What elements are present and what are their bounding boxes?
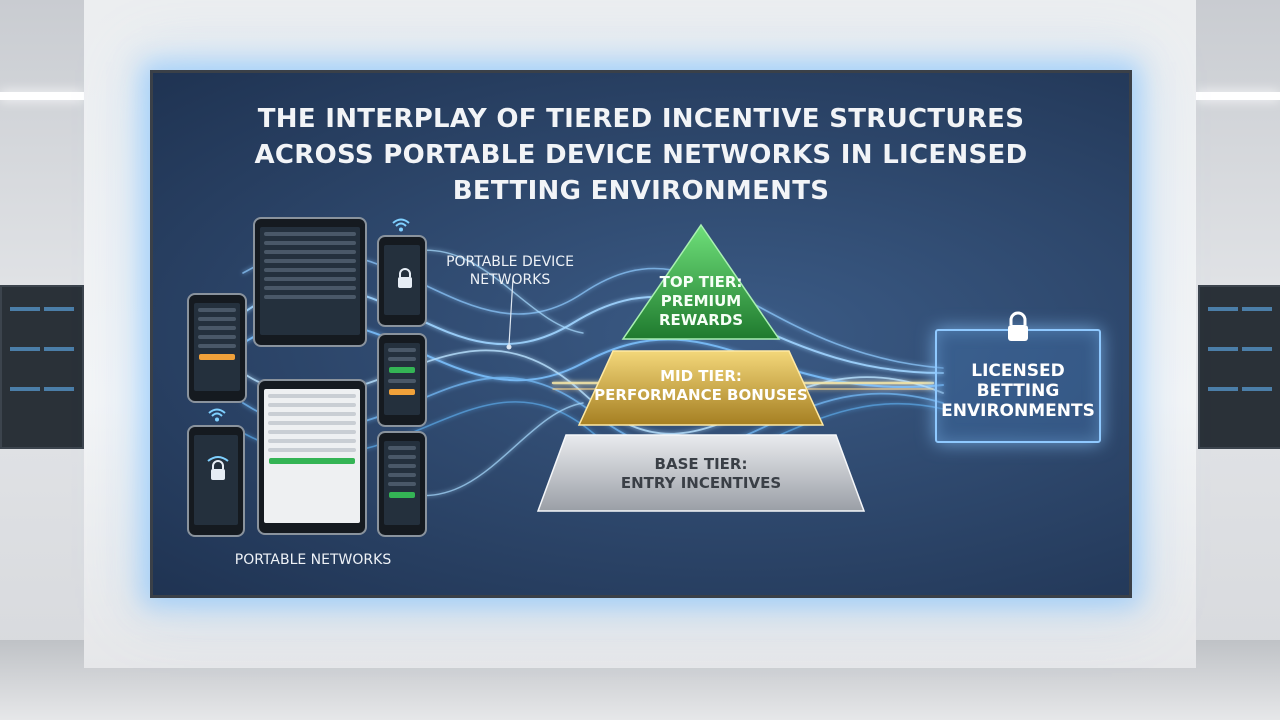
server-rack-left [0, 285, 84, 449]
wifi-lock-icon [207, 456, 229, 480]
phone-right-middle [377, 333, 427, 427]
tablet-bottom [257, 379, 367, 535]
display-screen: THE INTERPLAY OF TIERED INCENTIVE STRUCT… [150, 70, 1132, 598]
phone-right-top [377, 235, 427, 327]
label-portable-networks: PORTABLE NETWORKS [234, 552, 392, 568]
title-line-3: BETTING ENVIRONMENTS [452, 176, 830, 206]
label-portable-device-networks: PORTABLE DEVICE NETWORKS [446, 254, 574, 288]
phone-right-bottom [377, 431, 427, 537]
ceiling-light-left [0, 92, 84, 100]
tablet-top [253, 217, 367, 347]
lock-icon [398, 268, 412, 288]
phone-left-top [187, 293, 247, 403]
licensed-betting-environments-label: LICENSED BETTING ENVIRONMENTS [941, 361, 1095, 421]
title-line-2: ACROSS PORTABLE DEVICE NETWORKS IN LICEN… [254, 140, 1028, 170]
tier-mid-shape [577, 350, 825, 426]
server-rack-right [1198, 285, 1280, 449]
phone-left-bottom [187, 425, 245, 537]
tier-mid-label: MID TIER: PERFORMANCE BONUSES [594, 367, 808, 404]
tier-base-shape [536, 434, 866, 512]
tier-top-label: TOP TIER: PREMIUM REWARDS [658, 273, 744, 329]
title-line-1: THE INTERPLAY OF TIERED INCENTIVE STRUCT… [257, 104, 1025, 134]
tier-top-shape [621, 223, 781, 340]
tier-base-label: BASE TIER: ENTRY INCENTIVES [620, 455, 782, 492]
licensed-betting-environments-box: LICENSED BETTING ENVIRONMENTS [935, 311, 1101, 443]
lock-icon [1008, 311, 1028, 341]
wifi-icon [392, 218, 410, 232]
ceiling-light-right [1196, 92, 1280, 100]
wifi-icon [208, 408, 226, 422]
diagram-title: THE INTERPLAY OF TIERED INCENTIVE STRUCT… [153, 101, 1129, 209]
